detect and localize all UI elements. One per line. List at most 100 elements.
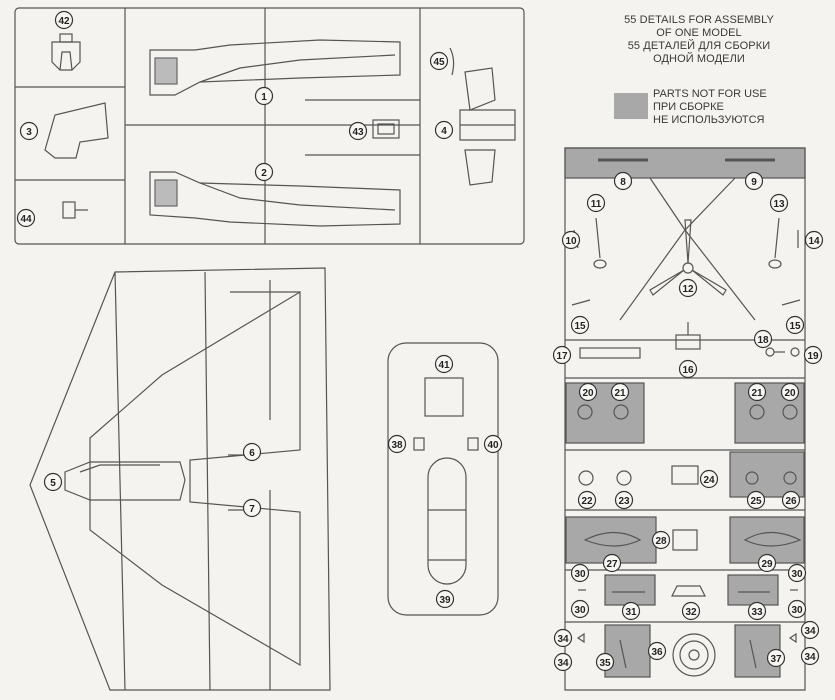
part-number-text: 20 [582, 388, 594, 399]
part-number-circle [577, 490, 597, 510]
part-number-label: 35 [595, 652, 615, 672]
part-number-label: 28 [651, 530, 671, 550]
part-number-circle [800, 620, 820, 640]
part-number-label: 16 [678, 359, 698, 379]
part-number-label: 39 [435, 589, 455, 609]
part-number-text: 28 [655, 536, 667, 547]
part-number-label: 8 [613, 171, 633, 191]
part-number-label: 9 [744, 171, 764, 191]
part-number-text: 37 [770, 654, 782, 665]
part-number-text: 6 [249, 448, 255, 459]
part-number-label: 30 [787, 599, 807, 619]
part-number-label: 4 [434, 120, 454, 140]
part-number-text: 24 [703, 475, 715, 486]
part-number-label: 6 [242, 442, 262, 462]
part-number-text: 26 [785, 496, 797, 507]
part-number-label: 34 [800, 646, 820, 666]
part-number-label: 23 [614, 490, 634, 510]
part-number-text: 16 [682, 365, 694, 376]
header-line-2: OF ONE MODEL [656, 27, 742, 39]
part-number-label: 20 [578, 382, 598, 402]
part-number-text: 7 [249, 504, 255, 515]
part-25 [745, 471, 759, 485]
part-number-text: 2 [261, 168, 267, 179]
part-number-label: 34 [553, 652, 573, 672]
part-number-circle [753, 329, 773, 349]
part-39 [427, 457, 467, 585]
part-number-text: 3 [26, 127, 32, 138]
part-number-circle [800, 646, 820, 666]
part-2 [149, 171, 401, 227]
part-number-text: 8 [620, 177, 626, 188]
part-number-text: 44 [20, 214, 32, 225]
part-number-text: 30 [574, 605, 586, 616]
part-number-label: 29 [757, 553, 777, 573]
part-number-circle [586, 193, 606, 213]
sprue-frame-4 [564, 147, 806, 691]
part-number-label: 15 [570, 315, 590, 335]
part-number-text: 40 [487, 440, 499, 451]
part-number-text: 13 [773, 199, 785, 210]
part-36 [749, 639, 757, 669]
part-number-label: 44 [16, 208, 36, 228]
part-number-circle [254, 86, 274, 106]
part-15 [571, 299, 801, 306]
part-38 [413, 437, 425, 451]
part-number-label: 42 [54, 10, 74, 30]
part-1 [149, 39, 401, 96]
part-number-circle [434, 354, 454, 374]
part-number-label: 13 [769, 193, 789, 213]
part-32 [671, 585, 706, 597]
part-number-circle [757, 553, 777, 573]
part-number-circle [699, 469, 719, 489]
part-29 [743, 531, 802, 547]
part-number-circle [747, 382, 767, 402]
part-number-label: 38 [387, 434, 407, 454]
part-number-text: 30 [791, 569, 803, 580]
part-number-circle [613, 171, 633, 191]
part-number-label: 26 [781, 490, 801, 510]
part-number-circle [561, 230, 581, 250]
part-43 [372, 119, 400, 139]
legend-text: PARTS NOT FOR USE ПРИ СБОРКЕ НЕ ИСПОЛЬЗУ… [653, 88, 767, 127]
part-17 [579, 347, 641, 359]
part-19 [790, 347, 800, 357]
part-number-text: 17 [556, 351, 568, 362]
part-4 [459, 67, 516, 186]
part-number-label: 25 [746, 490, 766, 510]
part-number-circle [614, 490, 634, 510]
part-number-circle [578, 382, 598, 402]
part-number-label: 7 [242, 498, 262, 518]
part-24 [671, 465, 699, 485]
part-number-text: 31 [625, 607, 637, 618]
part-3 [44, 102, 109, 159]
part-number-circle [595, 652, 615, 672]
part-number-text: 14 [808, 236, 820, 247]
part-number-circle [54, 10, 74, 30]
part-number-label: 30 [570, 599, 590, 619]
part-number-circle [804, 230, 824, 250]
part-number-circle [647, 641, 667, 661]
part-number-circle [242, 498, 262, 518]
header-line-4: ОДНОЙ МОДЕЛИ [653, 53, 745, 65]
part-number-text: 34 [804, 652, 816, 663]
part-number-label: 24 [699, 469, 719, 489]
part-number-circle [781, 490, 801, 510]
part-number-circle [602, 553, 622, 573]
part-45 [449, 47, 455, 76]
part-number-circle [787, 599, 807, 619]
part-number-text: 21 [751, 388, 763, 399]
part-number-label: 45 [429, 51, 449, 71]
part-number-label: 34 [800, 620, 820, 640]
part-number-text: 30 [574, 569, 586, 580]
part-number-circle [766, 648, 786, 668]
part-number-circle [553, 628, 573, 648]
part-42 [51, 33, 81, 71]
part-number-label: 41 [434, 354, 454, 374]
part-11 [593, 217, 607, 269]
part-number-text: 4 [441, 126, 447, 137]
part-number-label: 20 [780, 382, 800, 402]
